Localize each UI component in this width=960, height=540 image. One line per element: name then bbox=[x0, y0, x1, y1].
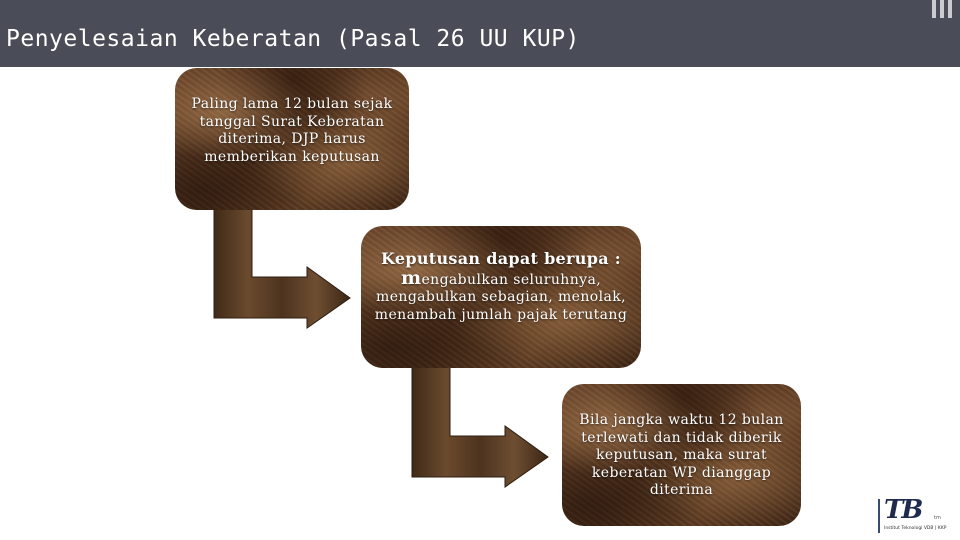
step-2-heading: Keputusan dapat berupa : bbox=[381, 249, 621, 268]
step-3-text: Bila jangka waktu 12 bulan terlewati dan… bbox=[579, 412, 784, 498]
page-title: Penyelesaian Keberatan (Pasal 26 UU KUP) bbox=[6, 26, 580, 52]
corner-decoration bbox=[930, 0, 960, 18]
logo-tm: tm bbox=[934, 515, 941, 521]
down-right-arrow-icon bbox=[213, 207, 351, 329]
header-bar: Penyelesaian Keberatan (Pasal 26 UU KUP) bbox=[0, 0, 960, 67]
step-2-initial: m bbox=[400, 266, 422, 289]
step-box-1: Paling lama 12 bulan sejak tanggal Surat… bbox=[175, 68, 409, 210]
step-2-text: engabulkan seluruhnya, mengabulkan sebag… bbox=[374, 271, 628, 323]
down-right-arrow-icon bbox=[411, 366, 549, 488]
logo-subtitle: Institut Teknologi VDB | KKP bbox=[884, 526, 947, 531]
logo-bar bbox=[878, 499, 880, 533]
step-box-2: Keputusan dapat berupa : mengabulkan sel… bbox=[361, 226, 641, 368]
logo: TB tm Institut Teknologi VDB | KKP bbox=[878, 495, 947, 535]
logo-mark: TB bbox=[884, 495, 923, 525]
step-1-text: Paling lama 12 bulan sejak tanggal Surat… bbox=[191, 96, 393, 165]
step-box-3: Bila jangka waktu 12 bulan terlewati dan… bbox=[562, 384, 801, 526]
